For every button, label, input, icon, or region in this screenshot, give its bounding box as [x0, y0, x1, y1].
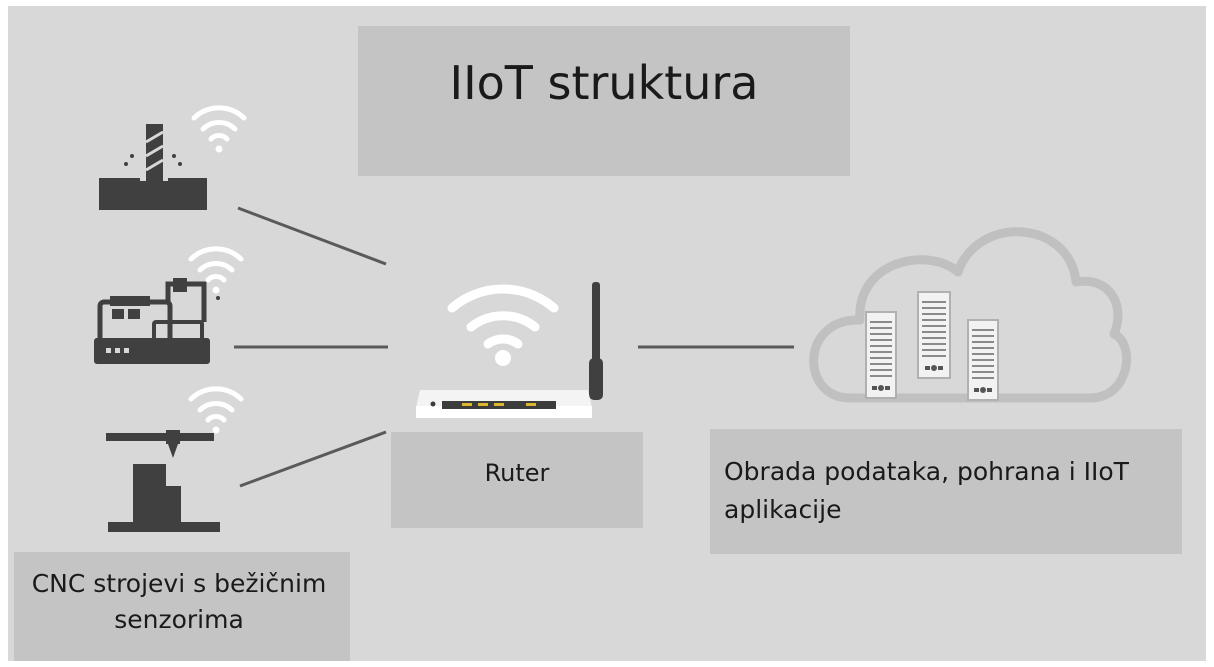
router-label-box: Ruter — [391, 432, 643, 528]
wifi-icon — [447, 284, 559, 349]
cnc-drill-icon — [99, 124, 207, 210]
cloud-label-box: Obrada podataka, pohrana i IIoT aplikaci… — [710, 429, 1182, 554]
cnc-lathe-icon — [94, 278, 220, 364]
link-drill-router — [237, 206, 387, 266]
wifi-icon — [188, 246, 244, 294]
link-printer-router — [239, 430, 387, 488]
server-icon — [917, 291, 951, 379]
machines-label-box: CNC strojevi s bežičnim senzorima — [14, 552, 350, 661]
cloud-icon — [809, 227, 1132, 403]
router-label: Ruter — [484, 459, 550, 487]
server-icon — [967, 319, 999, 401]
diagram-canvas: IIoT struktura Ruter Obrada podataka, po… — [8, 6, 1206, 661]
diagram-title: IIoT struktura — [449, 56, 759, 110]
server-icon — [865, 311, 897, 399]
wifi-icon — [188, 386, 244, 434]
title-box: IIoT struktura — [358, 26, 850, 176]
machines-label: CNC strojevi s bežičnim senzorima — [31, 569, 327, 634]
cloud-label: Obrada podataka, pohrana i IIoT aplikaci… — [724, 457, 1129, 524]
diagram-art — [94, 105, 1132, 532]
cnc-printer-icon — [106, 430, 220, 532]
router-icon — [416, 282, 603, 418]
wifi-icon — [191, 105, 247, 153]
